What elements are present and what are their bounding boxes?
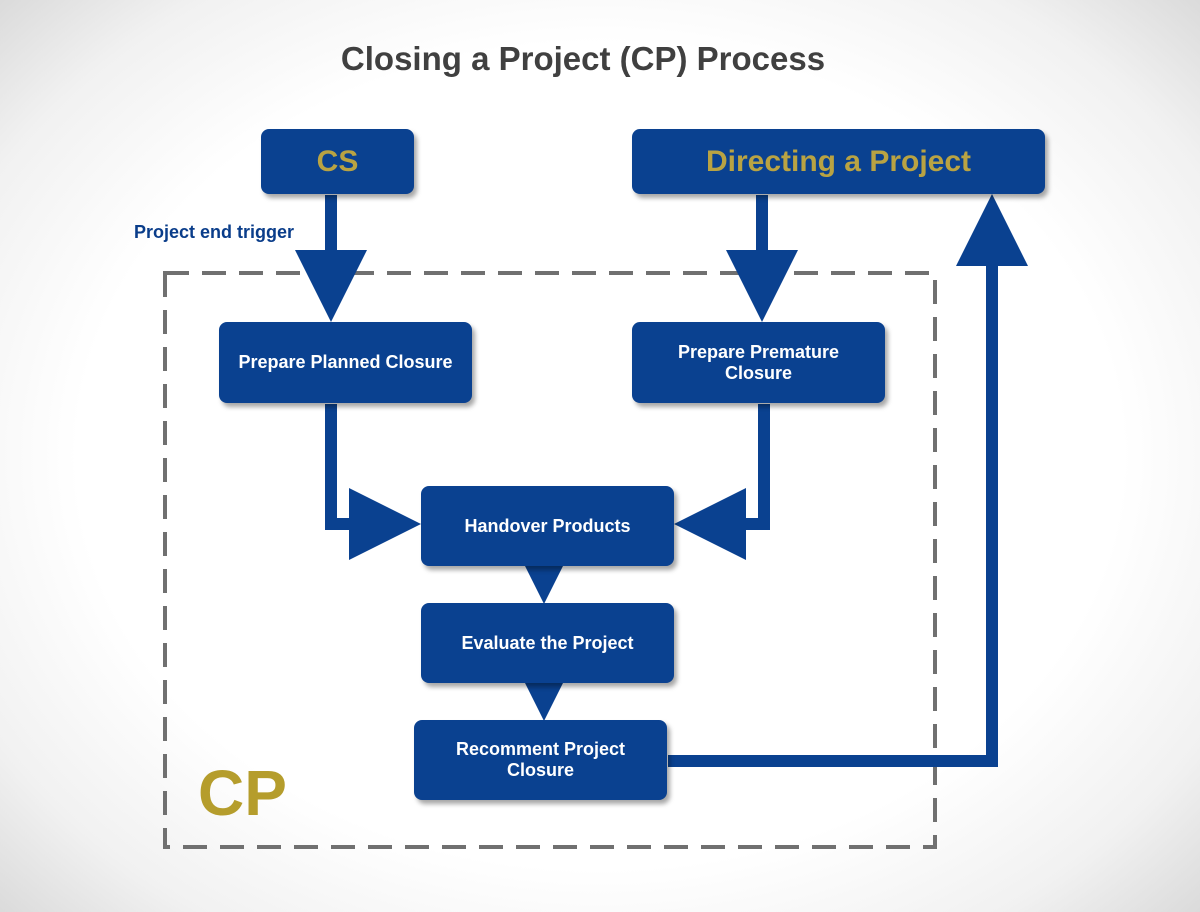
process-evaluate-project[interactable]: Evaluate the Project [421,603,674,683]
cp-boundary-label: CP [198,757,287,829]
cp-boundary [163,271,937,849]
process-recommend-closure[interactable]: Recomment Project Closure [414,720,667,800]
external-directing-box[interactable]: Directing a Project [632,129,1045,194]
process-prepare-premature-closure[interactable]: Prepare Premature Closure [632,322,885,403]
external-cs-box[interactable]: CS [261,129,414,194]
page-title: Closing a Project (CP) Process [340,40,826,77]
arrow-premature-to-handover [674,404,770,560]
process-handover-products[interactable]: Handover Products [421,486,674,566]
process-prepare-planned-closure[interactable]: Prepare Planned Closure [219,322,472,403]
trigger-label: Project end trigger [134,222,295,242]
arrow-recommend-to-directing [668,194,1028,767]
arrow-planned-to-handover [325,404,421,560]
